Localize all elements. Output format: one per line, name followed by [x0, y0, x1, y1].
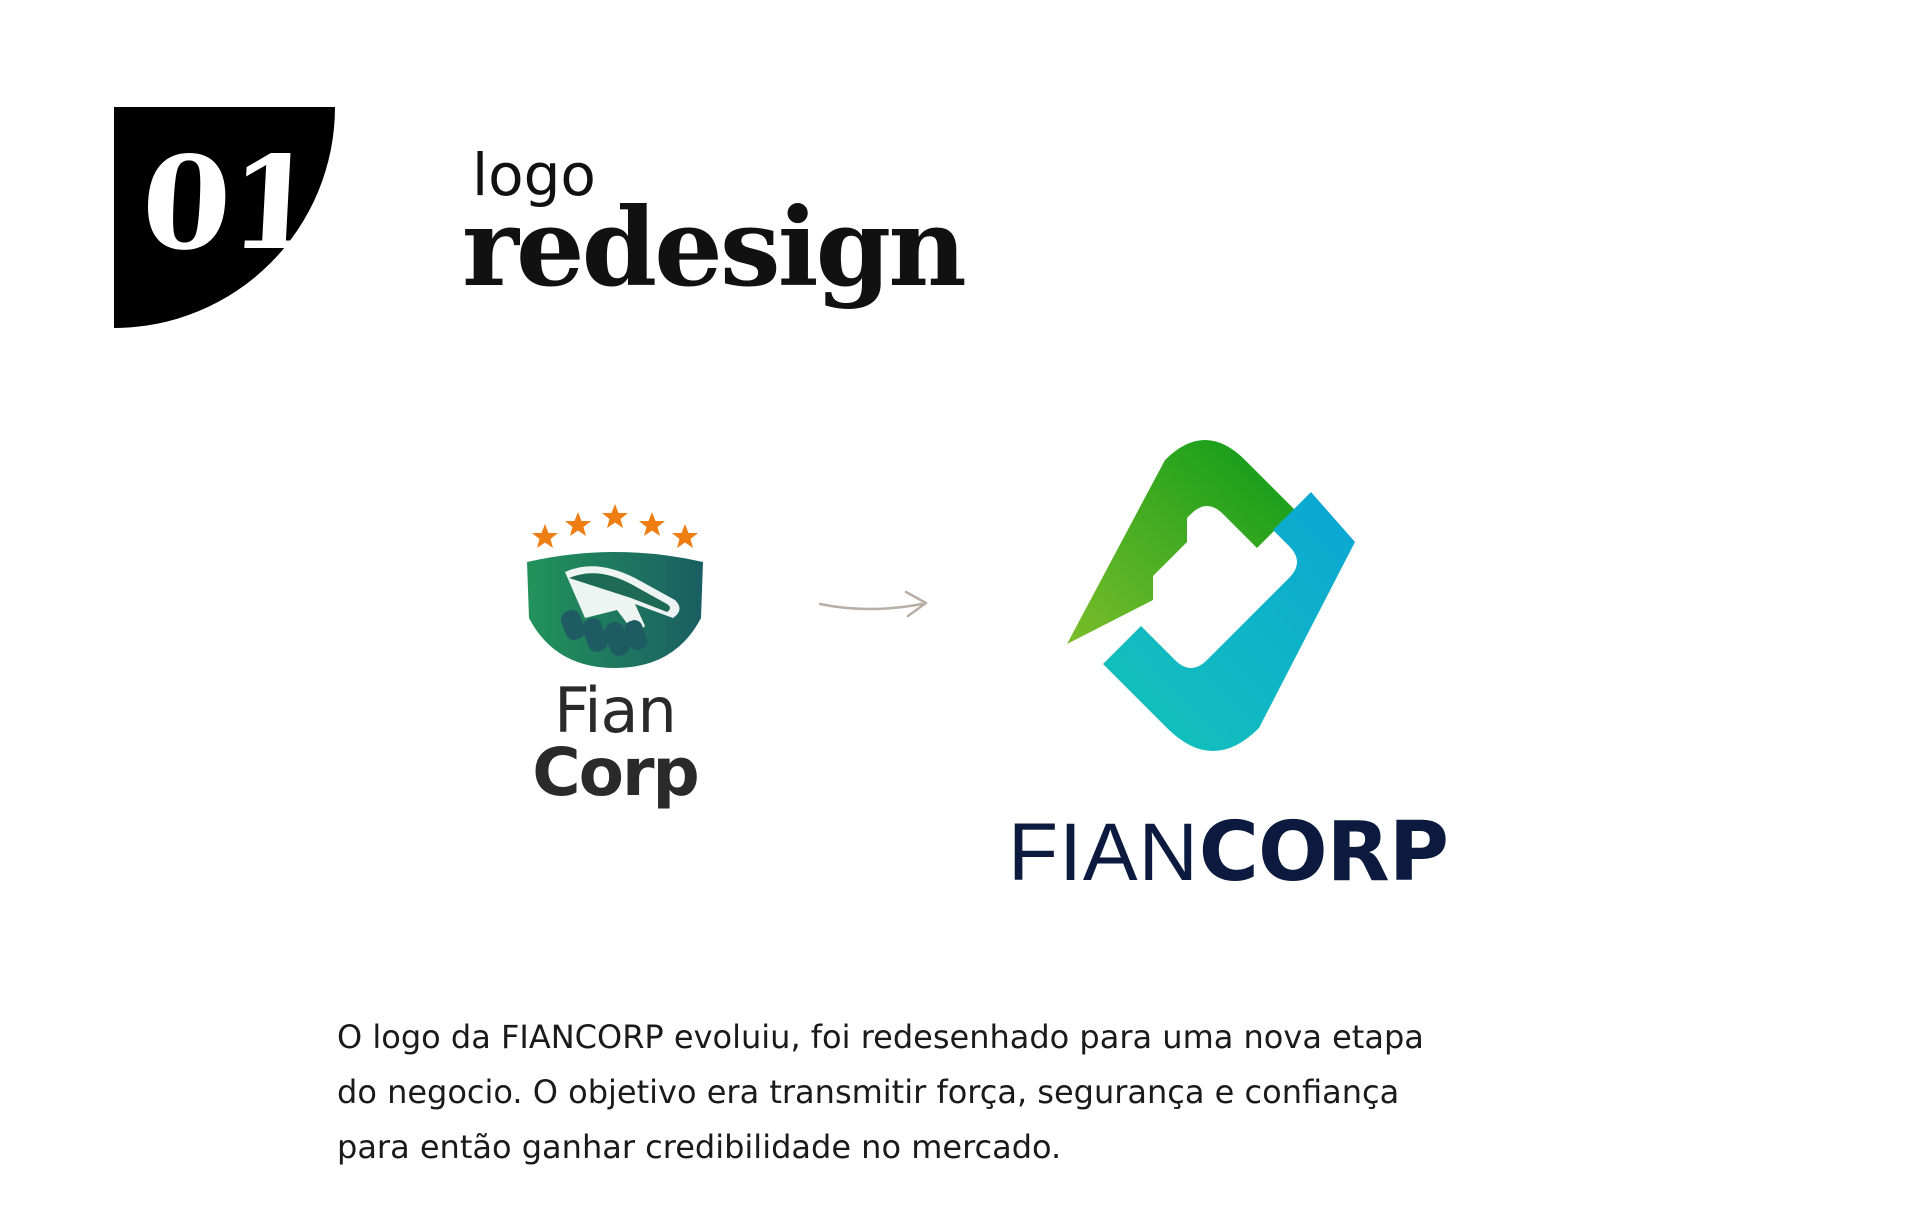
- old-logo-text-fian: Fian: [554, 674, 677, 747]
- description-line: do negocio. O objetivo era transmitir fo…: [337, 1073, 1400, 1111]
- number-badge: [114, 107, 335, 328]
- description-line: para então ganhar credibilidade no merca…: [337, 1128, 1062, 1166]
- stars-icon: [532, 504, 698, 548]
- new-logo-wordmark: FIANCORP: [1008, 812, 1449, 894]
- heading-small: logo: [472, 141, 596, 209]
- wordmark-light: FIAN: [1008, 807, 1199, 898]
- handshake-icon: [527, 552, 703, 668]
- heading-main: redesign: [462, 185, 967, 311]
- fiancorp-f-mark-icon: [1067, 440, 1355, 751]
- description-line: O logo da FIANCORP evoluiu, foi redesenh…: [337, 1018, 1424, 1056]
- arrow-right-icon: [818, 590, 928, 618]
- old-logo-mark: [527, 504, 703, 668]
- section-number: 01: [138, 129, 321, 279]
- wordmark-bold: CORP: [1198, 805, 1449, 900]
- old-logo-text-corp: Corp: [532, 734, 700, 811]
- description-paragraph: O logo da FIANCORP evoluiu, foi redesenh…: [337, 1010, 1637, 1175]
